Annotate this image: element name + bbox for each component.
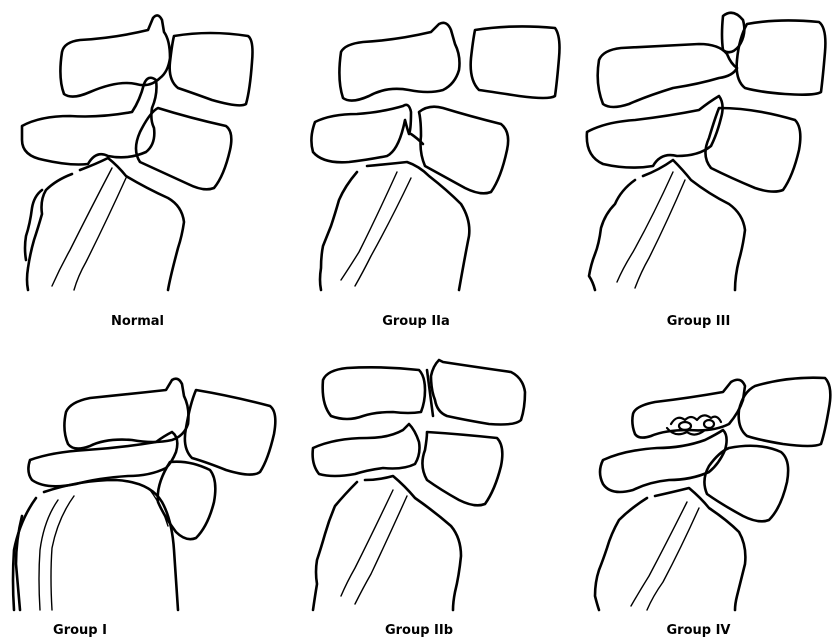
spine-illustration-normal xyxy=(0,0,279,290)
spine-illustration-group-i xyxy=(0,320,279,610)
panel-group-iib: Group IIb xyxy=(279,320,558,640)
caption-group-iib: Group IIb xyxy=(339,623,499,638)
caption-group-iv: Group IV xyxy=(559,623,838,638)
panel-group-iii: Group III xyxy=(559,0,838,320)
panel-group-iia: Group IIa xyxy=(279,0,558,320)
spine-illustration-group-iii xyxy=(559,0,838,290)
spine-illustration-group-iv xyxy=(559,320,838,610)
panel-group-iv: Group IV xyxy=(559,320,838,640)
caption-group-i: Group I xyxy=(10,623,150,638)
spine-illustration-group-iia xyxy=(279,0,558,290)
panel-group-i: Group I xyxy=(0,320,279,640)
spine-illustration-group-iib xyxy=(279,320,558,610)
panel-normal: Normal xyxy=(0,0,279,320)
